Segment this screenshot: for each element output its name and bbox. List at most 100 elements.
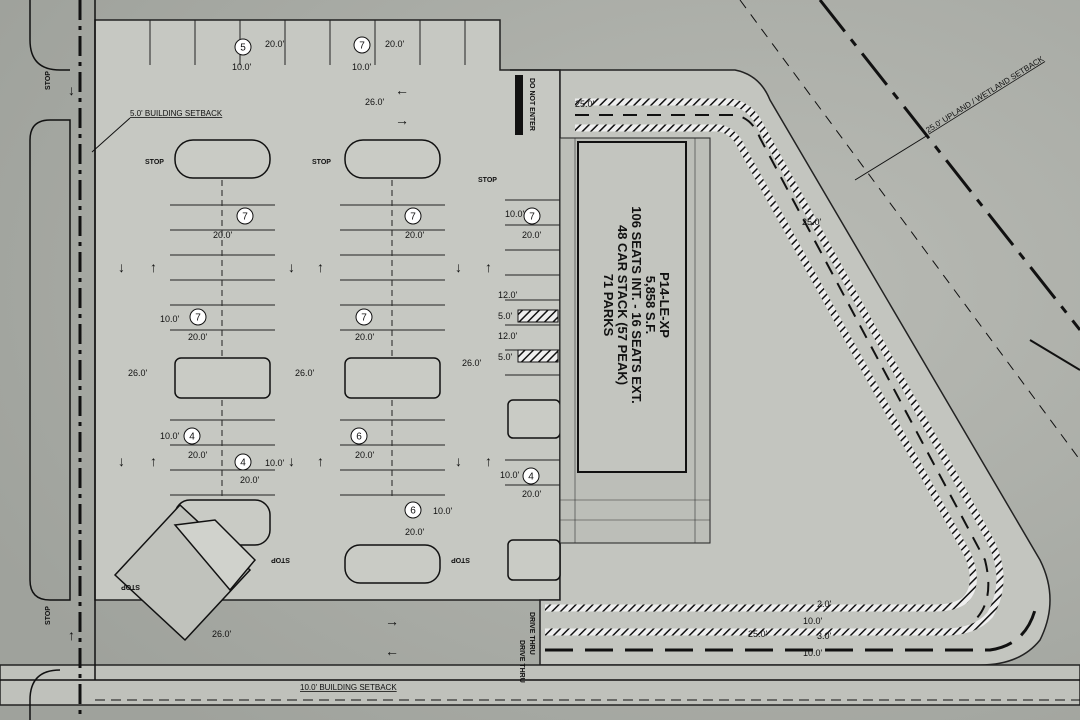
dimension-label: 10.0' — [265, 458, 285, 468]
stall-count: 7 — [529, 212, 535, 223]
dimension-label: 20.0' — [405, 230, 425, 240]
dimension-label: 25.0' — [802, 217, 822, 227]
stall-count-circle — [189, 308, 207, 326]
stall-count-circle — [523, 207, 541, 225]
stall-count-circle — [404, 501, 422, 519]
dimension-label: 20.0' — [213, 230, 233, 240]
building-area: 5,858 S.F. — [643, 276, 658, 335]
arrow-down-icon: ↓ — [455, 453, 462, 469]
building: P14-LE-XP 5,858 S.F. 106 SEATS INT. - 16… — [559, 137, 711, 544]
stall-count: 7 — [361, 313, 367, 324]
dimension-label: 26.0' — [212, 629, 232, 639]
dimension-label: 25.0' — [575, 99, 595, 109]
stall-count: 7 — [359, 41, 365, 52]
stall-count-circle — [234, 38, 252, 56]
south-building-setback-label: 10.0' BUILDING SETBACK — [300, 683, 397, 692]
ada-hatch — [517, 309, 559, 363]
dimension-label: 20.0' — [405, 527, 425, 537]
dimension-label: 20.0' — [522, 489, 542, 499]
dimension-label: 3.0' — [817, 631, 832, 641]
stall-count: 4 — [189, 432, 195, 443]
leader-line — [91, 117, 131, 153]
dimension-label: 12.0' — [498, 290, 518, 300]
arrow-right-icon: → — [395, 112, 409, 128]
dimension-label: 5.0' — [498, 352, 513, 362]
dimension-label: 26.0' — [365, 97, 385, 107]
drive-thru-label: DRIVE THRU — [528, 612, 535, 655]
stop-label: STOP — [145, 159, 164, 166]
stall-count: 5 — [240, 43, 246, 54]
stall-count-circle — [355, 308, 373, 326]
stop-label: STOP — [312, 159, 331, 166]
dimension-label: 2.0' — [817, 599, 832, 609]
building-parks: 71 PARKS — [601, 274, 616, 337]
stall-count: 6 — [410, 506, 416, 517]
dimension-label: 10.0' — [160, 314, 180, 324]
dimension-label: 20.0' — [522, 230, 542, 240]
dimension-label: 10.0' — [505, 209, 525, 219]
dimension-label: 20.0' — [385, 39, 405, 49]
dimension-label: 20.0' — [188, 332, 208, 342]
arrow-up-icon: ↑ — [68, 627, 75, 643]
west-building-setback-label: 5.0' BUILDING SETBACK — [130, 109, 223, 118]
dimension-label: 10.0' — [352, 62, 372, 72]
dimension-label: 20.0' — [355, 450, 375, 460]
dimension-label: 5.0' — [498, 311, 513, 321]
stop-label: STOP — [121, 583, 140, 590]
arrow-left-icon: ← — [385, 643, 399, 659]
stop-label: STOP — [478, 177, 497, 184]
do-not-enter-label: DO NOT ENTER — [528, 78, 535, 131]
building-car-stack: 48 CAR STACK (57 PEAK) — [615, 225, 630, 385]
stall-count-circle — [183, 427, 201, 445]
stall-count: 4 — [240, 458, 246, 469]
leader-line — [854, 134, 929, 181]
dumpster-enclosure — [113, 503, 257, 642]
stall-count: 7 — [410, 212, 416, 223]
arrow-down-icon: ↓ — [118, 453, 125, 469]
arrow-up-icon: ↑ — [150, 259, 157, 275]
stall-count-circle — [234, 453, 252, 471]
stall-count: 4 — [528, 472, 534, 483]
dimension-label: 25.0' — [748, 629, 768, 639]
stall-count-circle — [404, 207, 422, 225]
arrow-up-icon: ↑ — [150, 453, 157, 469]
stop-label: STOP — [271, 556, 290, 563]
dimension-label: 10.0' — [433, 506, 453, 516]
dimension-label: 10.0' — [803, 648, 823, 658]
dimension-label: 10.0' — [160, 431, 180, 441]
drive-thru-lanes — [545, 98, 1037, 652]
stall-count: 7 — [195, 313, 201, 324]
stop-label: STOP — [451, 556, 470, 563]
dimension-label: 20.0' — [355, 332, 375, 342]
arrow-up-icon: ↑ — [317, 453, 324, 469]
dimension-label: 20.0' — [265, 39, 285, 49]
arrow-down-icon: ↓ — [68, 82, 75, 98]
dimension-label: 12.0' — [498, 331, 518, 341]
arrow-down-icon: ↓ — [455, 259, 462, 275]
stop-label: STOP — [45, 71, 52, 90]
dimension-label: 10.0' — [500, 470, 520, 480]
stop-label: STOP — [45, 606, 52, 625]
dimension-label: 26.0' — [128, 368, 148, 378]
building-seats: 106 SEATS INT. - 16 SEATS EXT. — [629, 206, 644, 403]
dimension-label: 10.0' — [803, 616, 823, 626]
stall-count-circle — [353, 36, 371, 54]
arrow-left-icon: ← — [395, 82, 409, 98]
arrow-up-icon: ↑ — [485, 453, 492, 469]
dimension-label: 26.0' — [295, 368, 315, 378]
arrow-right-icon: → — [385, 613, 399, 629]
arrow-down-icon: ↓ — [288, 259, 295, 275]
arrow-down-icon: ↓ — [118, 259, 125, 275]
signs: DO NOT ENTER STOP STOP STOP STOP STOP ST… — [45, 71, 535, 683]
drive-thru-label: DRIVE THRU — [518, 640, 525, 683]
arrow-up-icon: ↑ — [485, 259, 492, 275]
stall-count: 7 — [242, 212, 248, 223]
stall-count-circle — [522, 467, 540, 485]
dimension-label: 20.0' — [188, 450, 208, 460]
stall-count-circle — [236, 207, 254, 225]
dimension-label: 26.0' — [462, 358, 482, 368]
arrow-down-icon: ↓ — [288, 453, 295, 469]
dimension-label: 10.0' — [232, 62, 252, 72]
